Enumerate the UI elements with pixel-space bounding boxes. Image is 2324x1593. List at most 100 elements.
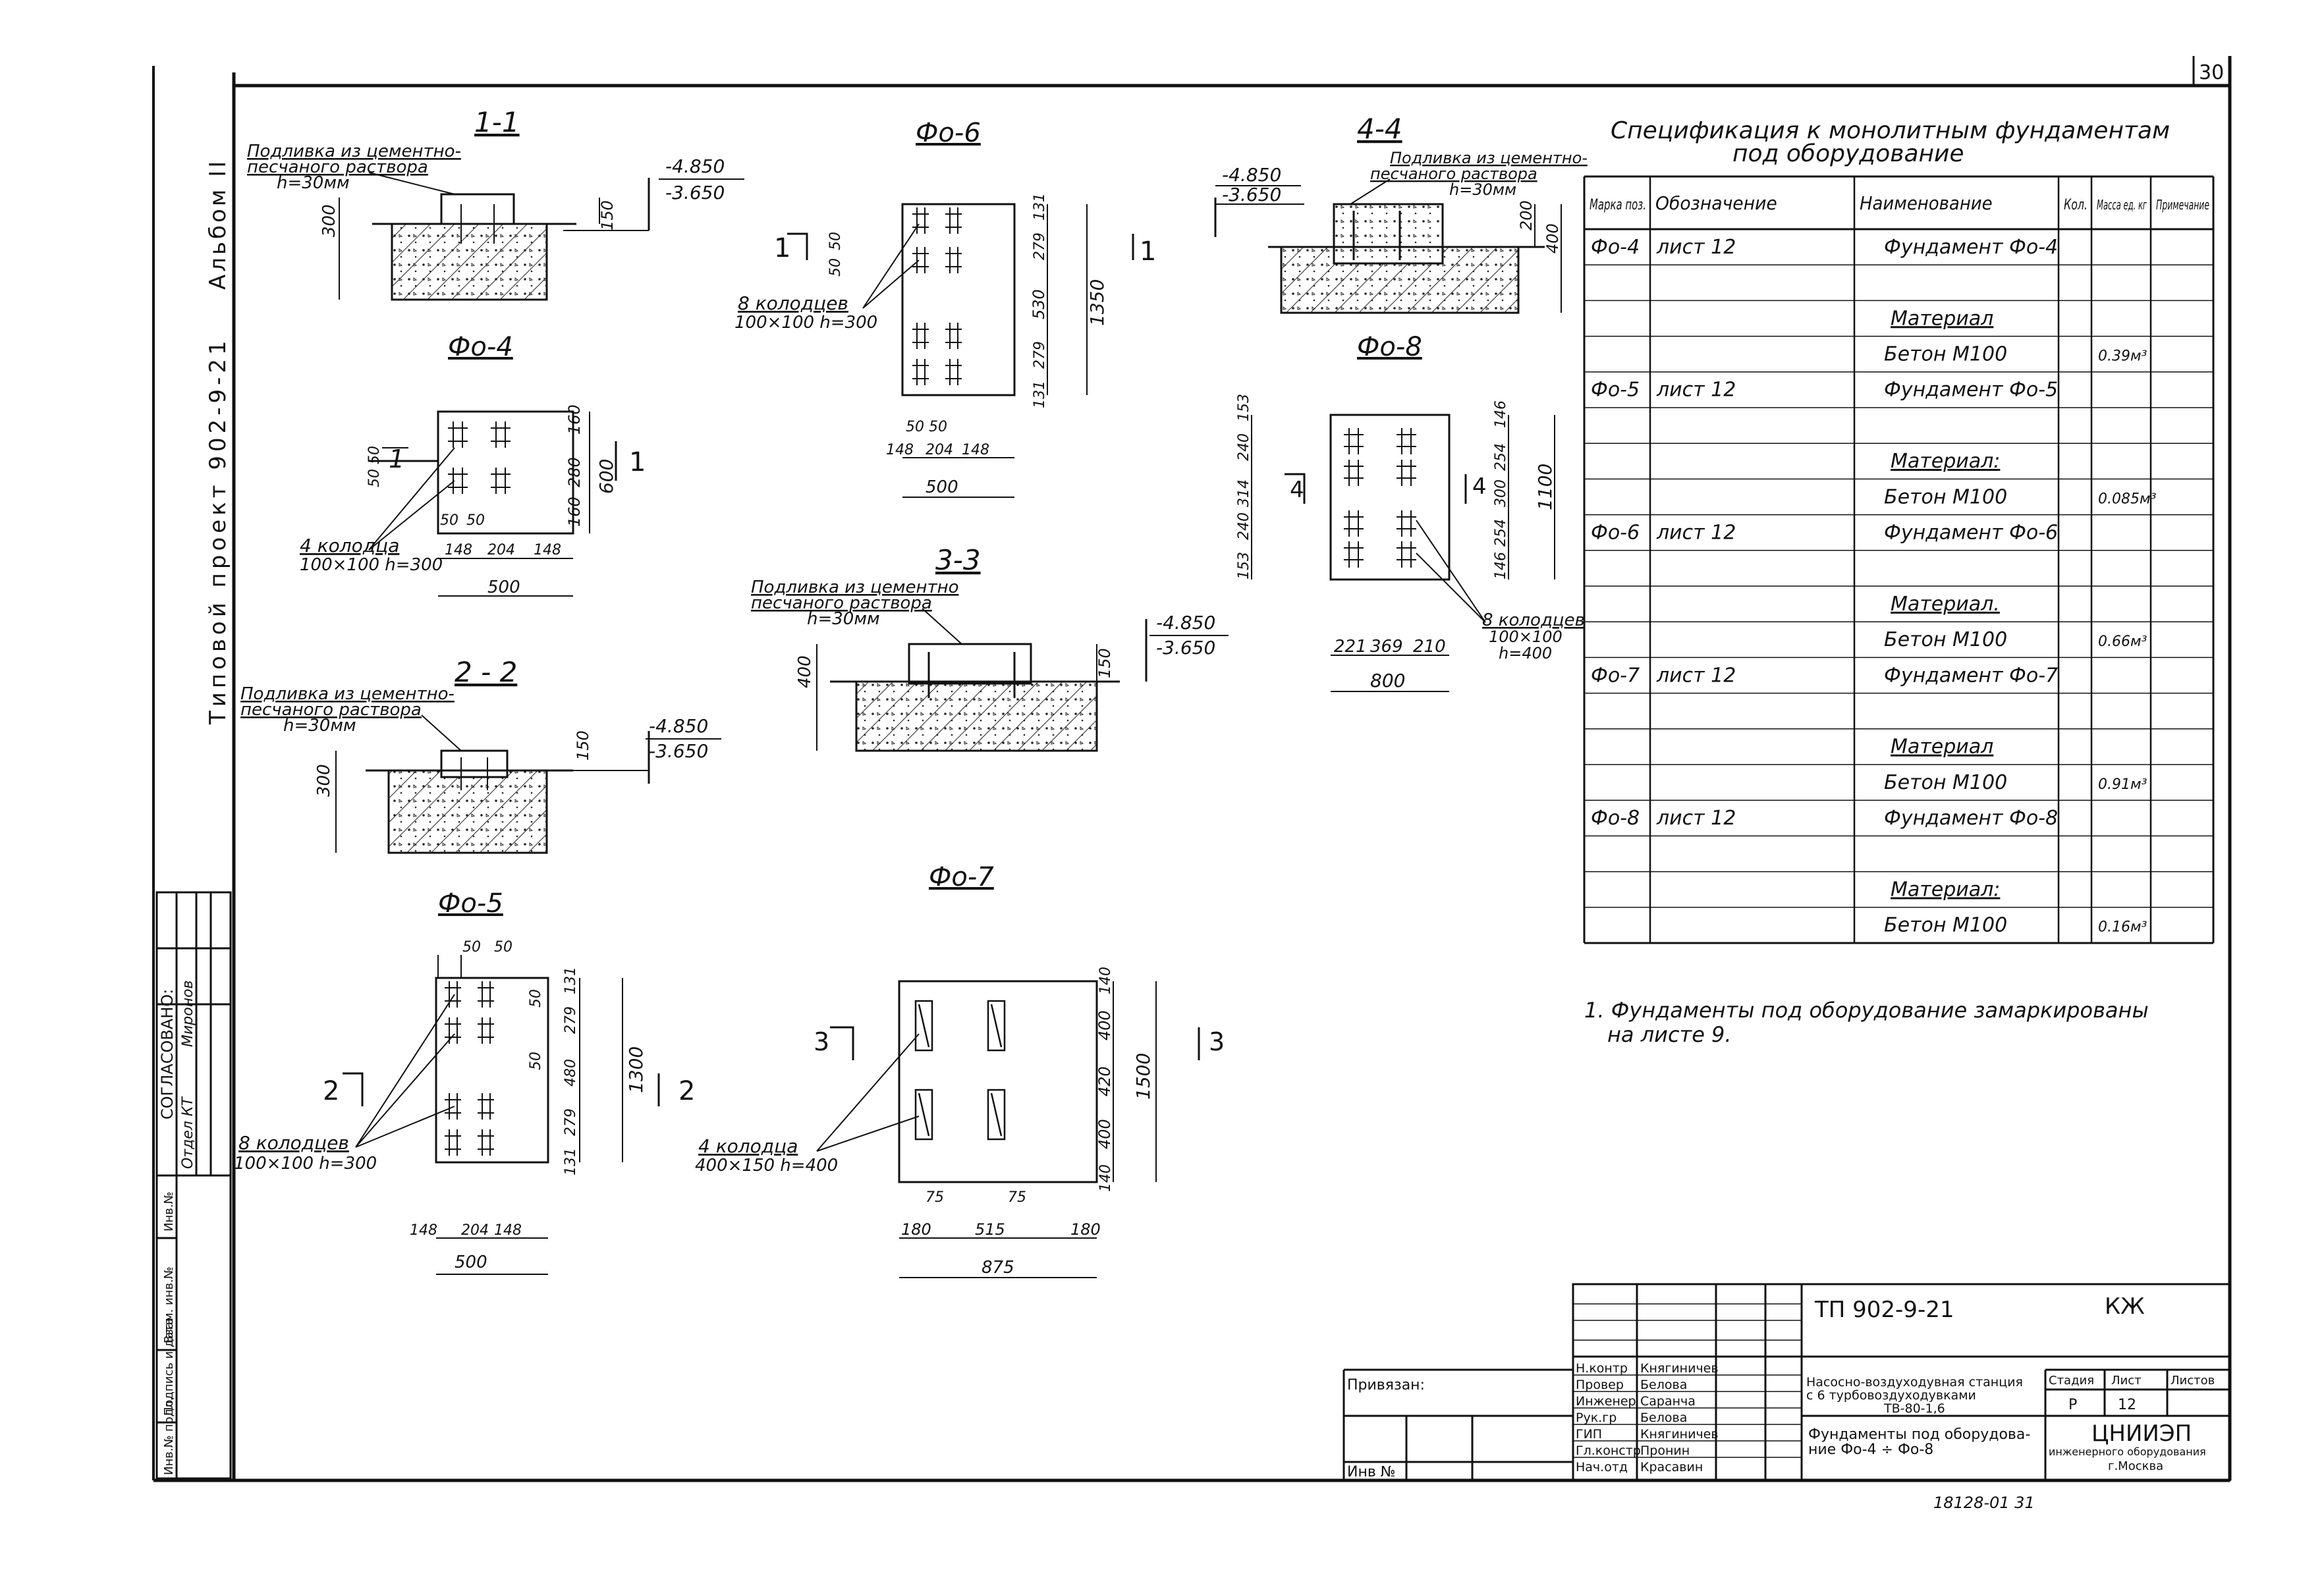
wells-size: 400×150 h=400 xyxy=(695,1156,838,1175)
tb-role-3: Рук.гр xyxy=(1576,1411,1617,1425)
section-1-1: 1-1 Подливка из цементно- песчаного раст… xyxy=(247,106,744,301)
spec-cell-18-2: Материал: xyxy=(1891,878,2000,901)
dim-8: 148 xyxy=(494,1222,522,1239)
spec-cell-12-0: Фо-7 xyxy=(1591,664,1640,687)
spec-cell-8-2: Фундамент Фо-6 xyxy=(1884,521,2058,544)
cut-left: 4 xyxy=(1290,477,1304,503)
binding-label: Привязан: xyxy=(1347,1377,1425,1393)
dim-50d: 50 xyxy=(366,446,383,464)
page-number: 30 xyxy=(2199,61,2224,84)
wells-label: 8 колодцев xyxy=(238,1132,349,1154)
dim-1: 140 xyxy=(1097,967,1114,994)
dim-4: 279 xyxy=(563,1108,579,1136)
dim-3: 480 xyxy=(563,1059,579,1087)
wells-size: 100×100 h=300 xyxy=(234,1154,377,1174)
grout-note-1: Подливка из цементно- xyxy=(247,142,461,161)
tb-role-1: Провер xyxy=(1576,1378,1624,1392)
grout-note-3: h=30мм xyxy=(1449,180,1516,199)
tb-role-6: Нач.отд xyxy=(1576,1460,1628,1474)
cut-right: 4 xyxy=(1472,473,1487,500)
grout-note-1: Подливка из цементно xyxy=(751,578,959,597)
cut-right: 3 xyxy=(1209,1027,1225,1056)
dim-r3: 300 xyxy=(1493,479,1509,507)
level-2: -3.650 xyxy=(665,182,725,203)
wells-label: 8 колодцев xyxy=(738,292,848,314)
dim-50b: 50 xyxy=(466,512,485,529)
org-dept: инженерного оборудования xyxy=(2049,1445,2206,1458)
dim-l1: 153 xyxy=(1236,394,1252,421)
dim-8: 148 xyxy=(962,442,989,458)
dim-total: 1500 xyxy=(1132,1053,1154,1100)
dim-r4: 254 xyxy=(1493,519,1509,547)
dim-total: 1350 xyxy=(1086,279,1108,326)
dim-l3: 314 xyxy=(1236,479,1252,507)
spec-cell-4-2: Фундамент Фо-5 xyxy=(1884,379,2058,402)
dim-small: 150 xyxy=(1095,648,1114,678)
dim-50b: 50 xyxy=(494,939,512,956)
spec-cell-3-4: 0.39м³ xyxy=(2098,348,2147,364)
cut-right: 1 xyxy=(1140,236,1156,267)
dim-6: 180 xyxy=(901,1220,931,1239)
dim-3: 160 xyxy=(565,497,584,527)
spec-cell-0-0: Фо-4 xyxy=(1591,236,1640,259)
tb-name-3: Белова xyxy=(1640,1411,1687,1425)
dim-width: 800 xyxy=(1370,670,1405,691)
cut-left: 1 xyxy=(774,233,790,263)
spec-grid xyxy=(1583,175,2215,944)
dim-1: 131 xyxy=(1032,193,1048,221)
sheet-label: Лист xyxy=(2111,1374,2142,1388)
stage-code: КЖ xyxy=(2105,1293,2145,1320)
cut-right: 2 xyxy=(678,1076,695,1106)
level-1: -4.850 xyxy=(1156,612,1215,634)
dim-b3: 210 xyxy=(1413,637,1446,657)
grout-note-3: h=30мм xyxy=(283,716,356,736)
grout-note-1: Подливка из цементно- xyxy=(1390,149,1588,167)
dim-75a: 75 xyxy=(926,1189,944,1206)
cut-left: 1 xyxy=(389,445,404,473)
plan-title: Фо-7 xyxy=(929,862,994,892)
plan-title: Фо-5 xyxy=(438,888,503,919)
tb-role-2: Инженер xyxy=(1576,1394,1636,1409)
tb-role-5: Гл.констр xyxy=(1576,1444,1641,1458)
dim-height: 300 xyxy=(319,204,339,237)
org-city: г.Москва xyxy=(2108,1459,2163,1473)
dim-l2: 240 xyxy=(1236,433,1252,461)
stamp-replace: Взам. инв.№ xyxy=(162,1267,176,1344)
stamp-inv: Инв.№ xyxy=(162,1192,176,1231)
dim-50c: 50 xyxy=(827,232,844,250)
spec-cell-3-2: Бетон М100 xyxy=(1884,342,2007,365)
stage-value: Р xyxy=(2068,1397,2077,1413)
spec-cell-11-2: Бетон М100 xyxy=(1884,628,2007,651)
wells-size: 100×100 xyxy=(1489,628,1563,646)
grout-note-2: песчаного раствора xyxy=(1370,165,1537,183)
section-4-4: 4-4 Подливка из цементно- песчаного раст… xyxy=(1214,113,1588,314)
dim-5: 131 xyxy=(1032,381,1048,408)
dept-person: Миронов xyxy=(180,980,196,1047)
spec-header-3: Кол. xyxy=(2064,197,2088,213)
sheets-label: Листов xyxy=(2171,1374,2215,1388)
stamp-inv-orig: Инв.№ подл. xyxy=(162,1397,176,1475)
level-1: -4.850 xyxy=(665,155,725,177)
dim-50a: 50 xyxy=(906,419,924,435)
dim-3: 530 xyxy=(1030,289,1048,319)
sheet-title-2: ние Фо-4 ÷ Фо-8 xyxy=(1808,1442,1933,1458)
dept-label: Отдел КТ xyxy=(180,1096,196,1169)
sheet-frame xyxy=(152,56,2232,1482)
dim-6: 148 xyxy=(534,542,561,558)
stamp-sign-date: Подпись и дата xyxy=(162,1318,176,1416)
dim-4: 279 xyxy=(1032,341,1048,369)
wells-label: 8 колодцев xyxy=(1482,610,1585,630)
dim-height: 300 xyxy=(314,764,334,797)
dim-2: 280 xyxy=(565,457,584,487)
general-note: 1. Фундаменты под оборудование замаркиро… xyxy=(1584,998,2149,1047)
wells-h: h=400 xyxy=(1499,644,1552,662)
album-label: Альбом II xyxy=(205,159,231,290)
spec-cell-8-1: лист 12 xyxy=(1656,521,1736,544)
grout-note-2: песчаного раствора xyxy=(751,593,932,613)
spec-cell-11-4: 0.66м³ xyxy=(2098,634,2147,650)
dim-r2: 254 xyxy=(1493,443,1509,471)
plan-fo-7: Фо-7 3 3 140 400 420 400 140 1500 75 75 … xyxy=(695,862,1225,1278)
